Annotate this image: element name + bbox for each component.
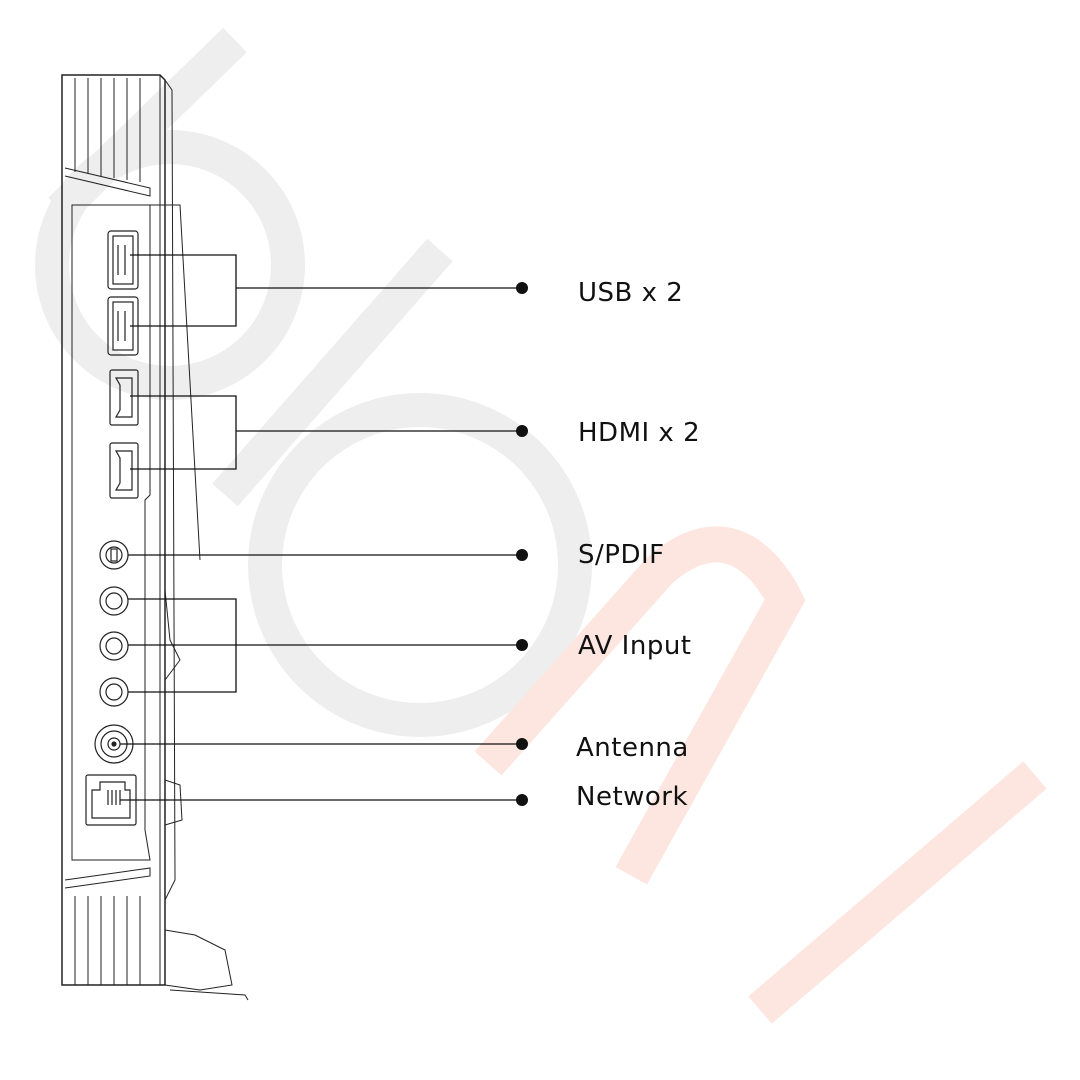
hdmi-port-1: [109, 369, 139, 426]
callout-spdif: [128, 549, 528, 561]
spdif-port: [99, 540, 129, 570]
callout-av-input: [128, 598, 528, 693]
av-input-port-1: [99, 586, 129, 616]
usb-port-1: [107, 230, 139, 290]
callout-network: [120, 794, 528, 806]
network-label: Network: [576, 782, 689, 812]
spdif-label: S/PDIF: [578, 540, 665, 570]
hdmi-label: HDMI x 2: [578, 418, 701, 448]
bottom-vents: [64, 867, 151, 985]
antenna-label: Antenna: [576, 733, 689, 763]
av-input-label: AV Input: [578, 631, 692, 661]
hdmi-port-2: [109, 442, 139, 499]
usb-label: USB x 2: [578, 278, 684, 308]
callout-usb: [130, 254, 528, 327]
av-input-port-2: [99, 631, 129, 661]
top-vents: [64, 78, 151, 197]
callout-antenna: [120, 738, 528, 750]
av-input-port-3: [99, 677, 129, 707]
watermark-logo: [35, 27, 1047, 1024]
callout-hdmi: [130, 395, 528, 470]
tv-panel: [61, 74, 249, 1001]
